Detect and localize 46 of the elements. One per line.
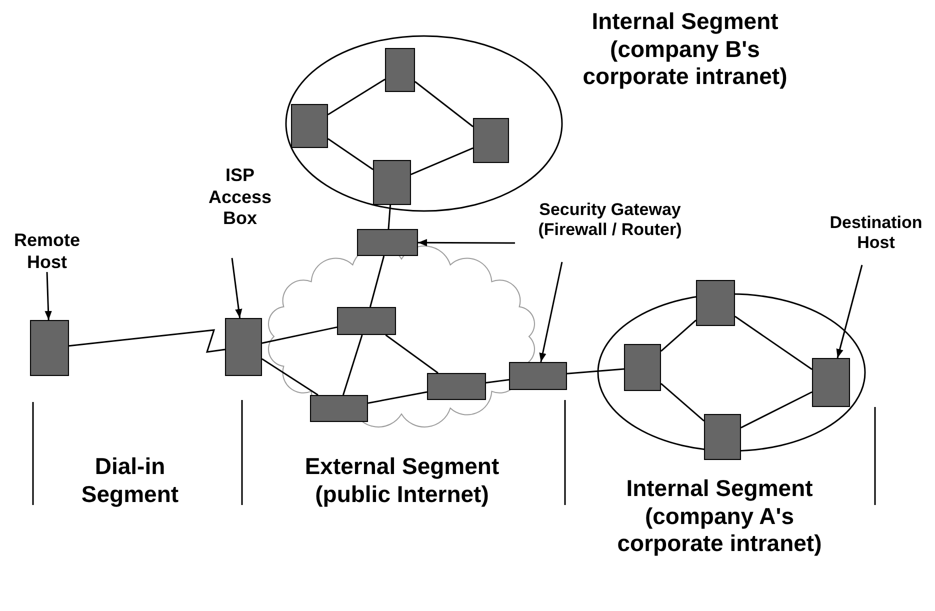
network-device-box [509,362,567,390]
network-device-box [30,320,69,376]
leader-arrow [44,272,52,320]
network-link [262,326,338,344]
network-device-box [696,280,735,326]
device-label: Destination Host [822,213,930,265]
network-link [660,320,696,352]
device-label: Security Gateway (Firewall / Router) [515,200,705,262]
network-device-box [812,358,850,407]
network-link [388,204,392,230]
network-link [410,147,474,176]
network-device-box [473,118,509,163]
network-link [385,334,438,374]
segment-heading: Internal Segment (company B's corporate intranet) [582,8,788,91]
network-device-box [225,318,262,376]
network-device-box [385,48,415,92]
segment-label: Dial-in Segment [80,453,180,508]
segment-label: External Segment (public Internet) [304,453,500,508]
network-link [486,378,510,384]
network-link [369,256,385,308]
leader-arrow [539,262,563,362]
network-link [342,334,363,396]
network-device-box [337,307,396,335]
network-link [328,78,386,116]
network-device-box [291,104,328,148]
network-device-box [357,229,418,256]
network-device-box [310,395,368,422]
network-link [262,358,318,396]
network-link [414,81,474,128]
network-link [566,368,624,374]
network-link [740,391,812,428]
dial-up-link [68,329,226,353]
device-label: ISP Access Box [205,165,275,255]
network-link [734,316,812,370]
network-device-box [427,373,486,400]
network-link [660,383,704,422]
device-label: Remote Host [5,230,89,274]
network-link [368,391,428,404]
network-device-box [624,344,661,391]
network-device-box [373,160,411,205]
network-device-box [704,414,741,460]
segment-label: Internal Segment (company A's corporate intranet) [616,475,823,558]
leader-arrow [836,264,863,358]
network-link [328,138,374,170]
leader-arrow [231,258,242,318]
leader-arrow [418,239,515,246]
